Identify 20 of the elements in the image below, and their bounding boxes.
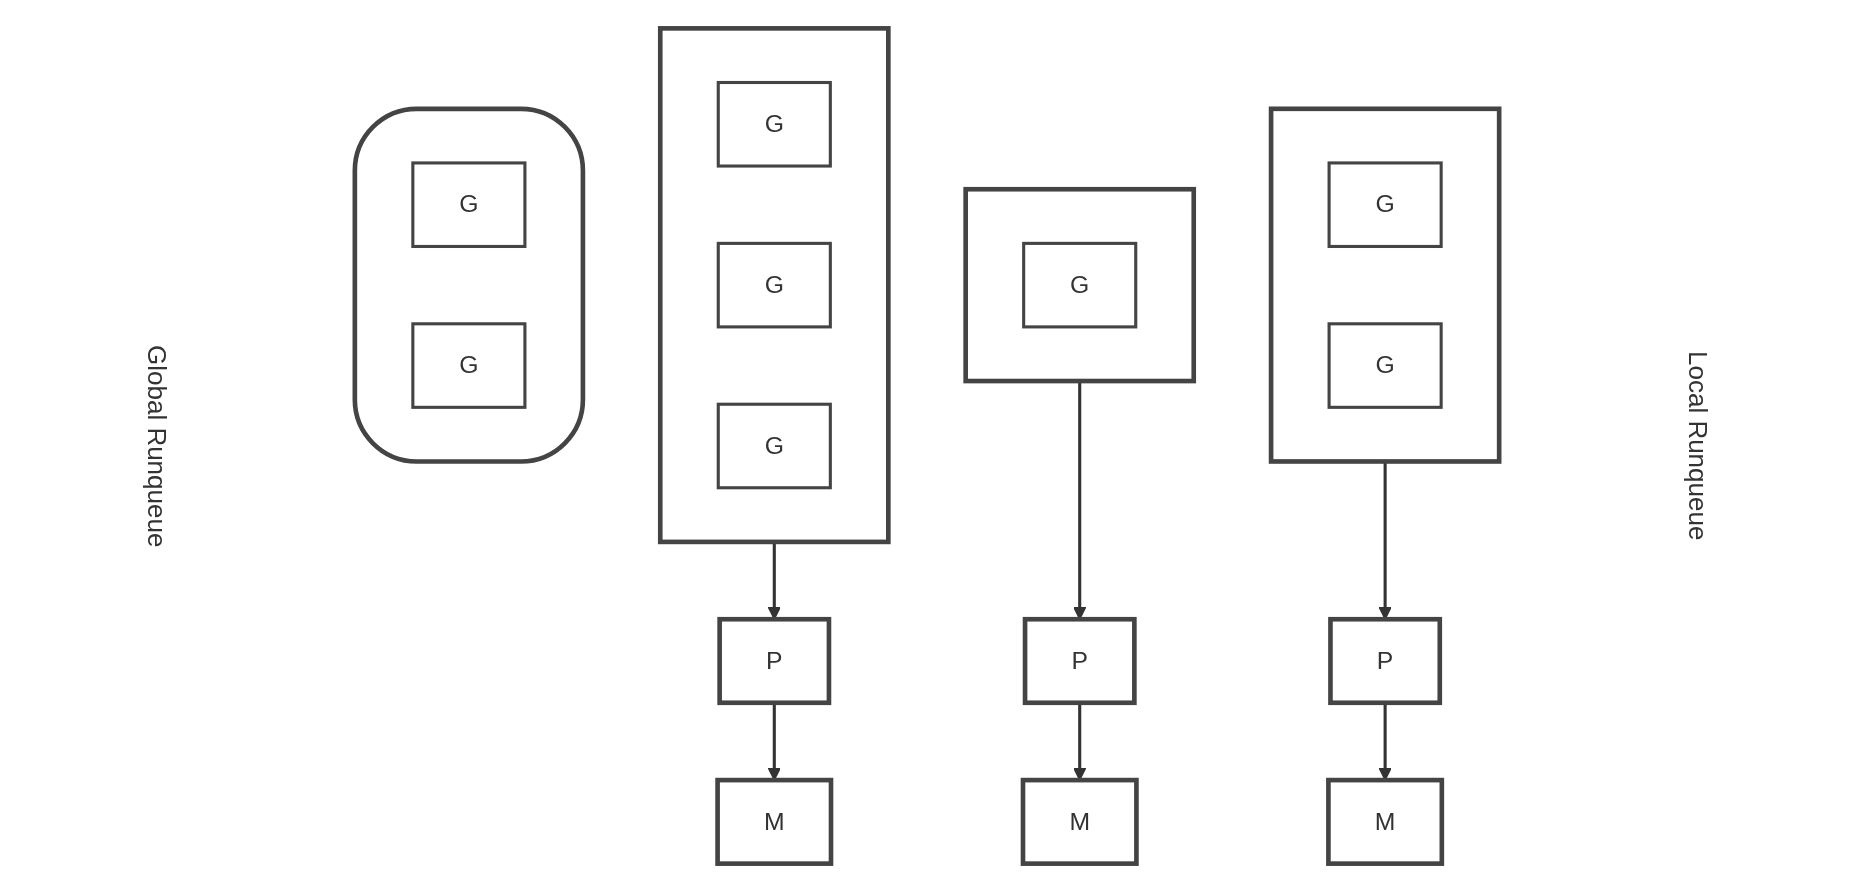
node-box: G bbox=[716, 402, 832, 490]
node-box: G bbox=[1022, 241, 1138, 329]
node-box: P bbox=[1022, 616, 1137, 706]
cluster bbox=[657, 26, 891, 545]
node-box: G bbox=[716, 80, 832, 168]
node-box: M bbox=[1326, 777, 1445, 866]
node-box: G bbox=[716, 241, 832, 329]
node-box: G bbox=[1327, 322, 1443, 409]
node-box: G bbox=[1327, 161, 1443, 248]
cluster bbox=[1268, 106, 1502, 464]
node-box: P bbox=[717, 616, 832, 706]
node-box: P bbox=[1328, 616, 1443, 706]
cluster bbox=[352, 106, 586, 464]
node-box: G bbox=[411, 322, 527, 409]
node-box: M bbox=[715, 777, 834, 866]
cluster bbox=[963, 186, 1197, 384]
node-box: M bbox=[1020, 777, 1139, 866]
runqueue-label: Local Runqueue bbox=[1682, 351, 1713, 541]
node-box: G bbox=[411, 161, 527, 248]
runqueue-label: Global Runqueue bbox=[141, 344, 172, 548]
